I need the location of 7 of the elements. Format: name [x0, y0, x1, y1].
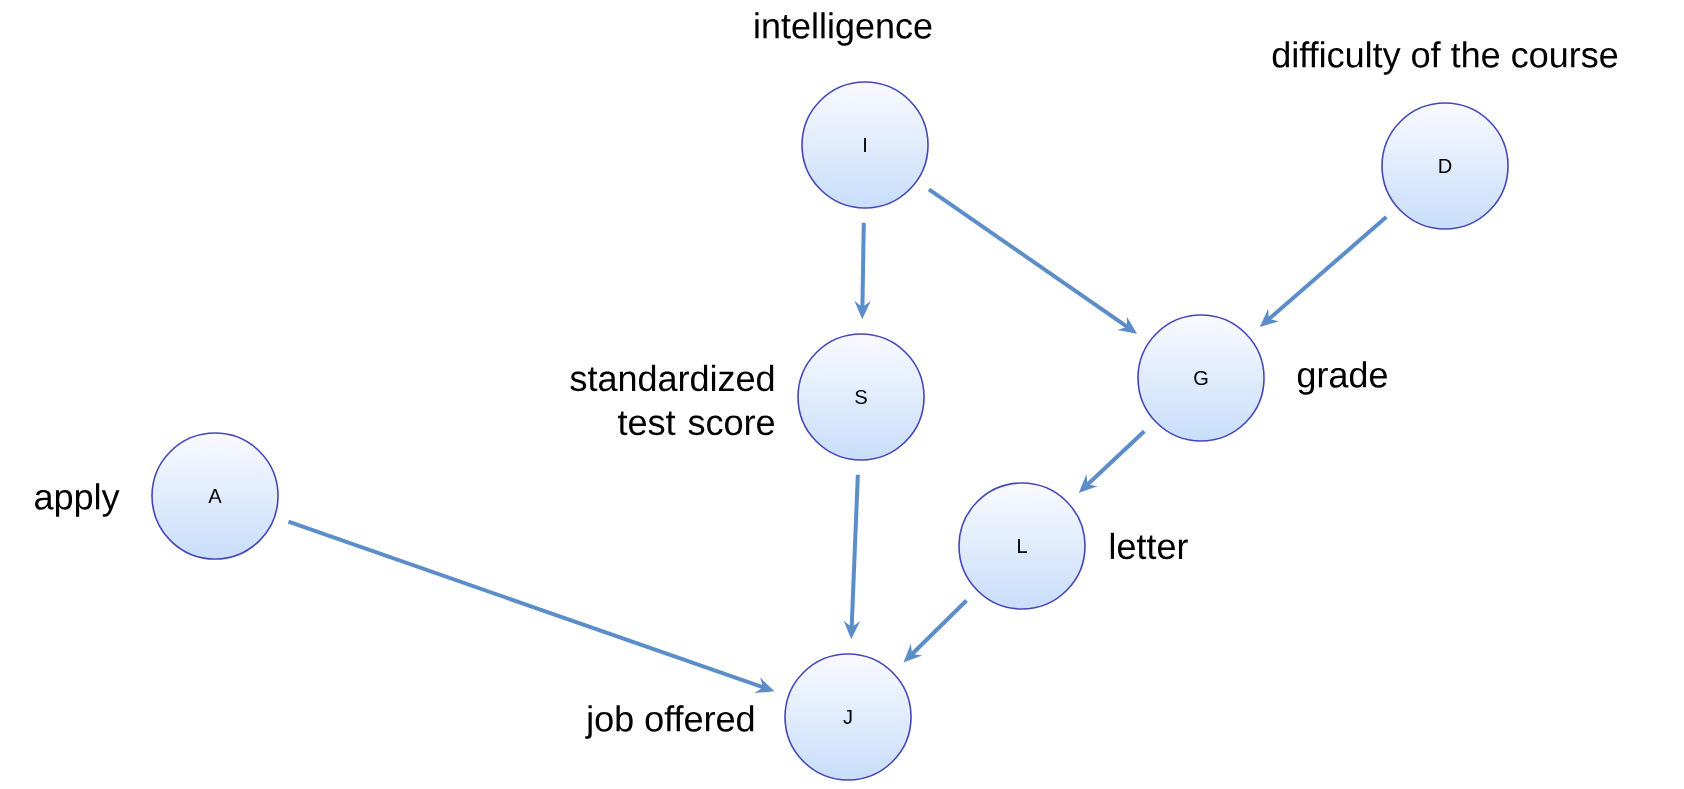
- node-label: grade: [1297, 361, 1387, 395]
- node-label: difficulty of the course: [1272, 41, 1618, 75]
- node-label: letter: [1110, 532, 1188, 560]
- node-label: intelligence: [755, 12, 932, 46]
- node-label: job offered: [585, 705, 754, 739]
- node-label: apply: [35, 483, 120, 517]
- node-label: standardized test score: [570, 364, 774, 436]
